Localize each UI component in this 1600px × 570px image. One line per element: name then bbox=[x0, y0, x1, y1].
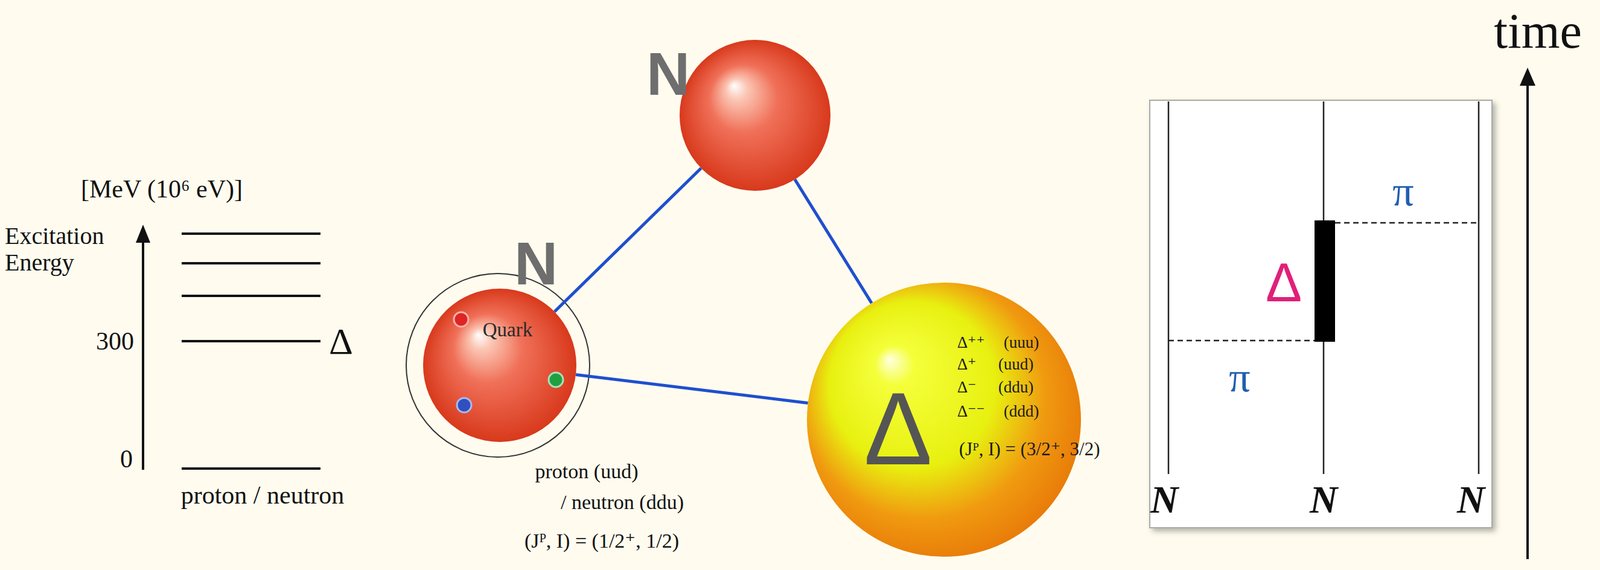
feynman-diagram: πΔπNNN bbox=[1149, 100, 1492, 528]
quark-dot bbox=[456, 397, 472, 413]
tick-label: 0 bbox=[120, 444, 133, 473]
quantum-numbers: (Jᴾ, I) = (1/2⁺, 1/2) bbox=[524, 529, 679, 552]
sphere-shape bbox=[806, 282, 1081, 557]
energy-level bbox=[181, 467, 321, 470]
time-axis bbox=[1526, 81, 1529, 559]
level-label: proton / neutron bbox=[181, 481, 345, 509]
time-arrowhead bbox=[1519, 67, 1536, 86]
nucleon-worldline bbox=[1478, 101, 1480, 474]
quark-content: proton (uud) bbox=[535, 459, 639, 483]
axis-arrowhead bbox=[135, 224, 151, 243]
pion-label: π bbox=[1228, 353, 1250, 401]
axis-title: Excitation Energy bbox=[4, 222, 139, 276]
energy-level bbox=[181, 339, 321, 343]
particle-symbol: Δ bbox=[863, 372, 933, 486]
pion-line bbox=[1335, 222, 1479, 224]
coupling-line bbox=[575, 374, 809, 403]
pion-label: π bbox=[1392, 167, 1414, 215]
delta-state: Δ⁺⁺ (uuu) bbox=[957, 333, 1039, 352]
particle-symbol: N bbox=[514, 229, 558, 297]
tick-label: 300 bbox=[95, 327, 134, 355]
nucleon-boundary bbox=[406, 273, 590, 457]
axis-title: time bbox=[1493, 4, 1582, 59]
delta-sphere: ΔΔ⁺⁺ (uuu)Δ⁺ (uud)Δ⁻ (ddu)Δ⁻⁻ (ddd)(Jᴾ, … bbox=[806, 282, 1081, 557]
quark-label: Quark bbox=[482, 318, 533, 341]
diagram-frame bbox=[1149, 100, 1492, 528]
quantum-numbers: (Jᴾ, I) = (3/2⁺, 3/2) bbox=[959, 438, 1101, 460]
unit-label: [MeV (10⁶ eV)] bbox=[80, 175, 243, 203]
delta-label: Δ bbox=[1265, 252, 1302, 313]
coupling-line bbox=[794, 179, 872, 303]
delta-state: Δ⁻ (ddu) bbox=[957, 378, 1034, 397]
level-label: Δ bbox=[328, 320, 354, 362]
sphere bbox=[806, 282, 1081, 557]
delta-state: Δ⁺ (uud) bbox=[957, 355, 1034, 374]
nucleon-sphere: N bbox=[679, 39, 831, 191]
sphere bbox=[679, 39, 831, 191]
coupling-line bbox=[554, 167, 702, 312]
sphere-shape bbox=[679, 39, 831, 191]
nucleon-label: N bbox=[1309, 478, 1338, 521]
energy-level bbox=[181, 261, 321, 265]
nucleon-label: N bbox=[1150, 478, 1179, 521]
particle-symbol: N bbox=[646, 40, 690, 107]
sphere-shape bbox=[423, 288, 577, 442]
quark-dot bbox=[453, 312, 469, 327]
energy-level bbox=[181, 294, 321, 297]
energy-level bbox=[181, 232, 321, 235]
quark-content: / neutron (ddu) bbox=[560, 490, 684, 514]
energy-axis bbox=[141, 238, 145, 470]
nucleon-sphere: NQuark bbox=[423, 288, 577, 442]
sphere bbox=[423, 288, 577, 442]
pion-line bbox=[1168, 339, 1315, 342]
delta-propagator bbox=[1314, 220, 1336, 342]
nucleon-worldline bbox=[1167, 101, 1170, 474]
quark-dot bbox=[548, 372, 564, 387]
nucleon-label: N bbox=[1456, 478, 1485, 521]
delta-state: Δ⁻⁻ (ddd) bbox=[957, 402, 1039, 421]
